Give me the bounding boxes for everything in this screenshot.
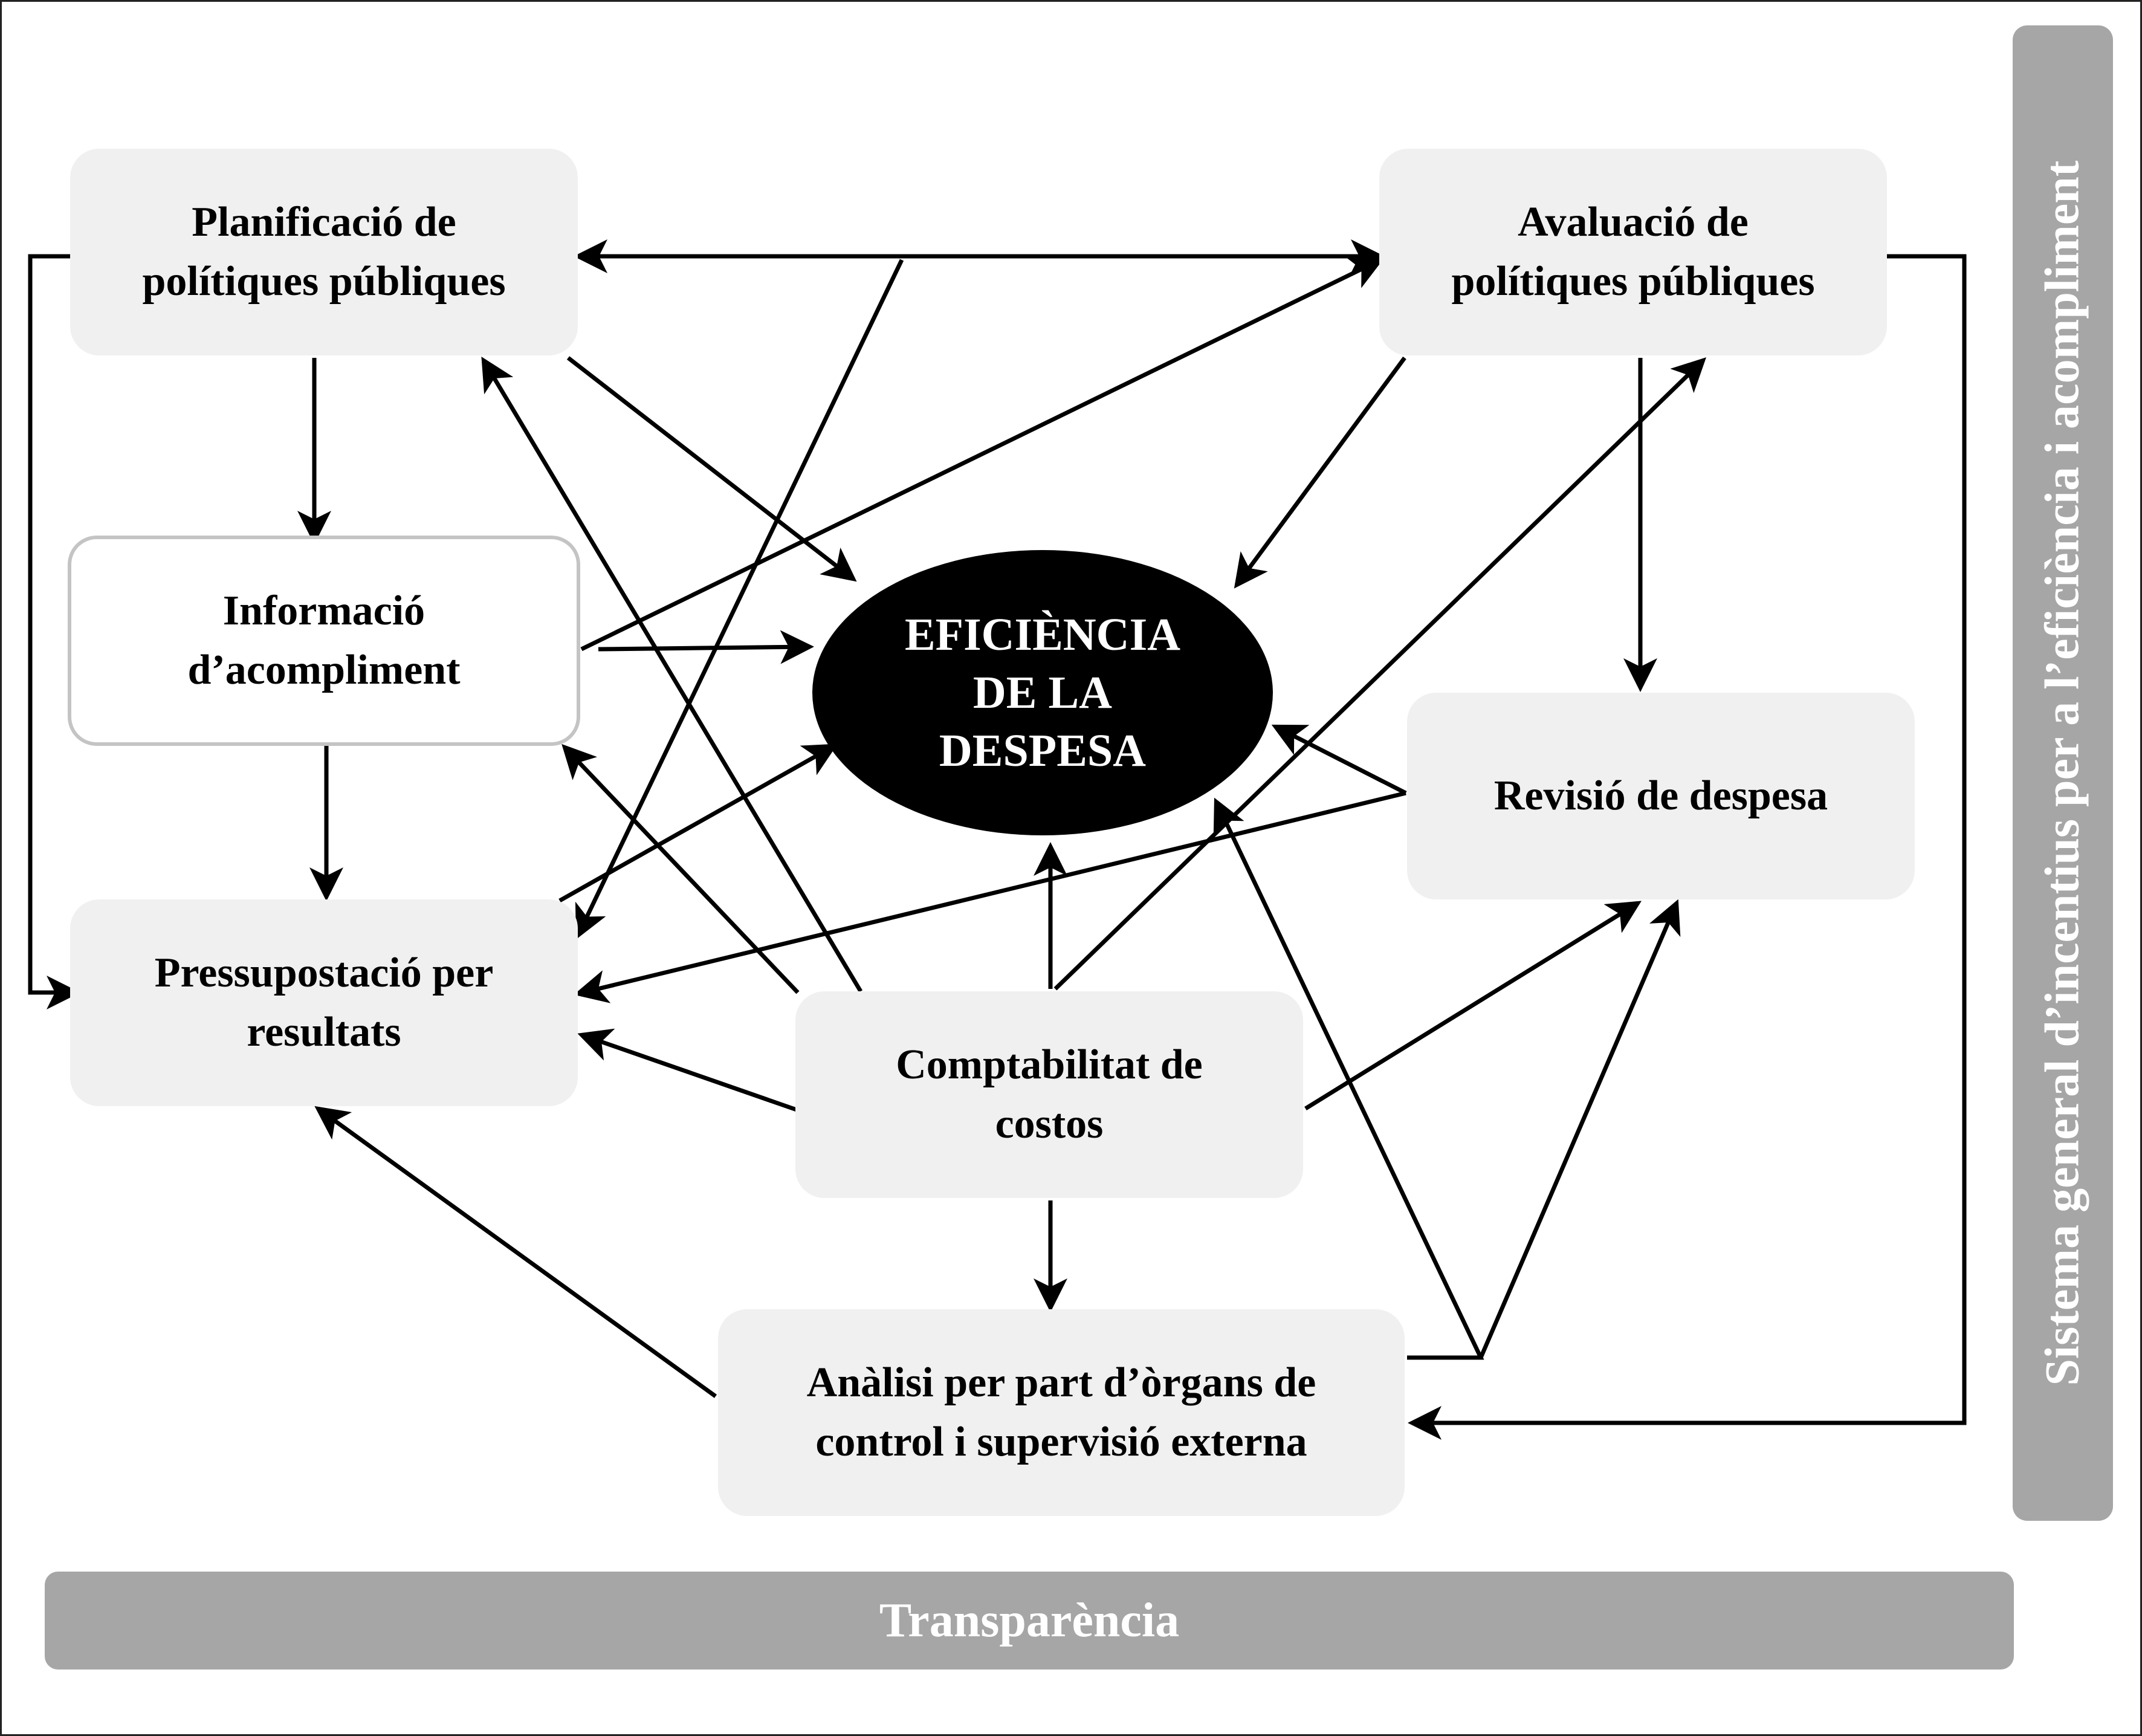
arrow-avaluacio-to-analisi [1408, 254, 1967, 1440]
node-comptabilitat-label: Comptabilitat de costos [896, 1041, 1203, 1147]
arrow-planificacio-to-eficiencia [566, 356, 857, 582]
arrow-comptabilitat-to-informacio [561, 743, 800, 994]
node-informacio-label: Informació d’acompliment [187, 588, 461, 693]
arrow-avaluacio-to-eficiencia [1234, 356, 1406, 589]
arrow-planificacio-to-pressupostacio [28, 254, 80, 1009]
node-avaluacio-label: Avaluació de polítiques públiques [1451, 199, 1815, 305]
arrow-revisio-to-pressupostacio [574, 791, 1406, 1003]
arrow-avaluacio-to-pressupostacio [575, 259, 904, 940]
incentives-bar [2013, 25, 2113, 1521]
arrow-analisi-to-revisio [1478, 899, 1681, 1359]
arrow-revisio-to-eficiencia [1271, 724, 1407, 795]
arrow-comptabilitat-to-pressupostacio [577, 1028, 798, 1112]
node-avaluacio: Avaluació de polítiques públiques [1379, 149, 1887, 355]
arrow-informacio-to-avaluacio [580, 257, 1385, 652]
arrow-comptabilitat-to-revisio [1304, 901, 1642, 1110]
arrow-informacio-to-eficiencia [598, 630, 814, 664]
node-pressupostacio: Pressupostació per resultats [70, 899, 578, 1106]
arrow-comptabilitat-to-avaluacio [1053, 357, 1707, 991]
node-planificacio-label: Planificació de polítiques públiques [142, 199, 506, 305]
node-comptabilitat: Comptabilitat de costos [795, 991, 1303, 1198]
node-revisio-label: Revisió de despesa [1493, 772, 1828, 819]
arrow-comptabilitat-to-planificacio [481, 356, 863, 993]
node-analisi: Anàlisi per part d’òrgans de control i s… [718, 1309, 1405, 1516]
arrow-analisi-to-pressupostacio [314, 1106, 717, 1398]
node-pressupostacio-label: Pressupostació per resultats [154, 950, 494, 1055]
node-informacio: Informació d’acompliment [68, 536, 580, 746]
node-analisi-label: Anàlisi per part d’òrgans de control i s… [806, 1359, 1316, 1465]
transparency-bar: Transparència [45, 1572, 2014, 1670]
node-planificacio: Planificació de polítiques públiques [70, 149, 578, 355]
center-eficiencia-label: EFICIÈNCIA DE LA DESPESA [904, 609, 1181, 776]
transparency-bar-label: Transparència [879, 1593, 1180, 1647]
center-eficiencia: EFICIÈNCIA DE LA DESPESA [812, 550, 1273, 835]
node-revisio: Revisió de despesa [1407, 693, 1915, 899]
